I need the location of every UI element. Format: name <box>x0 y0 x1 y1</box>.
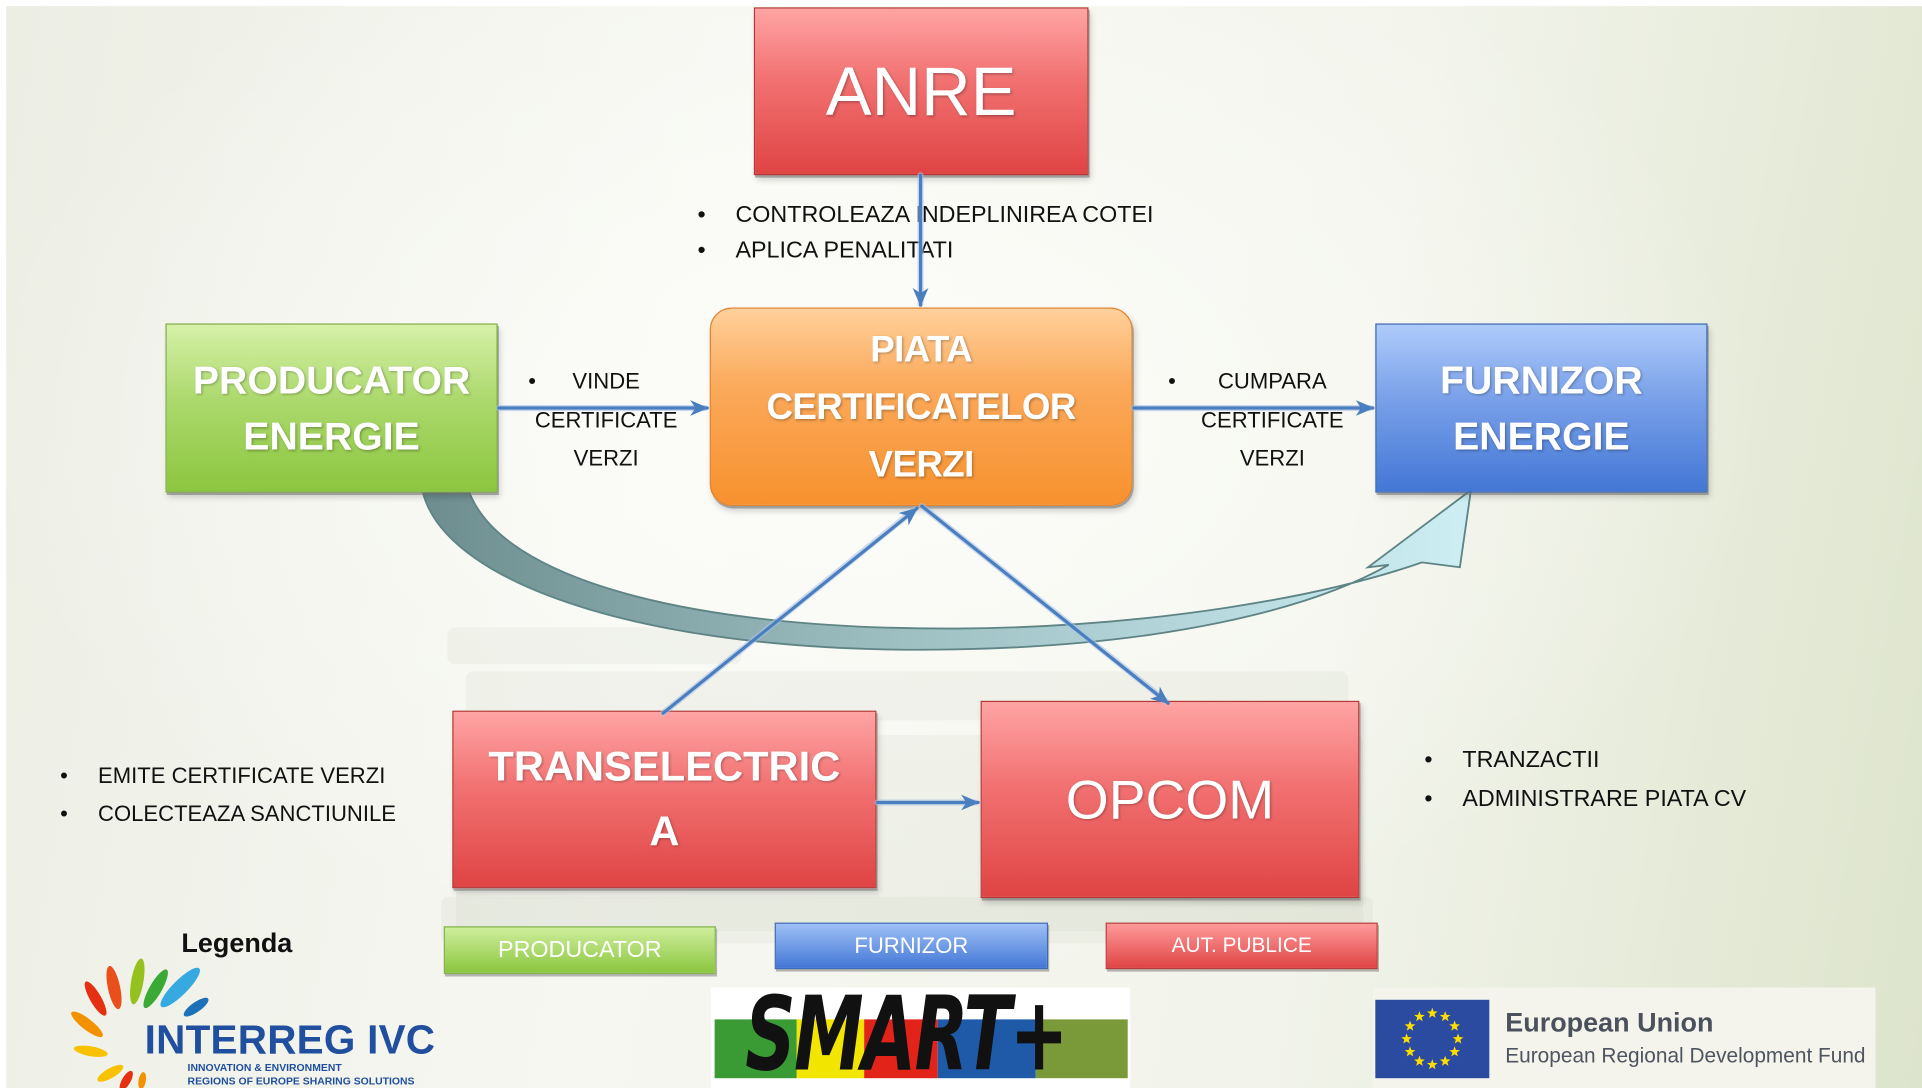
interreg-name: INTERREG IVC <box>144 1016 436 1063</box>
legend-item-aut-publice: AUT. PUBLICE <box>1105 922 1378 970</box>
eu-star-icon <box>1426 1059 1438 1070</box>
interreg-tagline: REGIONS OF EUROPE SHARING SOLUTIONS <box>187 1074 415 1087</box>
node-label-line: A <box>649 808 680 855</box>
transelectrica-note-item: EMITE CERTIFICATE VERZI <box>58 757 396 795</box>
bullet-icon <box>1168 363 1176 402</box>
eu-star-icon <box>1404 1046 1416 1057</box>
smart-plus-logo: SMART+ <box>710 987 1131 1088</box>
node-label-line: ENERGIE <box>1453 414 1630 459</box>
legend-item-label: PRODUCATOR <box>498 936 662 963</box>
interreg-tagline: INNOVATION & ENVIRONMENT <box>187 1061 342 1074</box>
eu-star-icon <box>1404 1020 1416 1031</box>
eu-subtitle: European Regional Development Fund <box>1505 1043 1866 1068</box>
node-opcom-label: OPCOM <box>1065 768 1275 831</box>
legend-item-producator: PRODUCATOR <box>443 926 716 975</box>
european-union-logo: European Union European Regional Develop… <box>1372 987 1876 1088</box>
eu-star-icon <box>1414 1011 1425 1022</box>
node-producator-energie: PRODUCATOR ENERGIE <box>165 323 498 493</box>
opcom-note-item: TRANZACTII <box>1422 741 1746 780</box>
eu-stars <box>1401 1007 1464 1070</box>
note-line: CUMPARA <box>1217 368 1327 394</box>
node-furnizor-energie: FURNIZOR ENERGIE <box>1375 323 1708 493</box>
legend-item-label: AUT. PUBLICE <box>1171 933 1312 957</box>
opcom-notes: TRANZACTII ADMINISTRARE PIATA CV <box>1422 741 1746 819</box>
smart-color-block <box>937 1019 1036 1079</box>
node-label-line: CERTIFICATELOR <box>766 386 1076 427</box>
producator-to-piata-note: VINDE CERTIFICATE VERZI <box>514 363 699 479</box>
eu-star-icon <box>1449 1046 1460 1057</box>
node-anre: ANRE <box>753 7 1089 176</box>
eu-star-icon <box>1401 1033 1412 1044</box>
legend-item-furnizor: FURNIZOR <box>774 922 1049 970</box>
anre-note-item: APLICA PENALITATI <box>695 233 1153 269</box>
node-opcom: OPCOM <box>980 700 1360 899</box>
smart-plus-name: SMART+ <box>745 987 1068 1088</box>
eu-star-icon <box>1439 1055 1451 1066</box>
node-label-line: VERZI <box>868 444 975 485</box>
eu-star-icon <box>1439 1011 1451 1022</box>
smart-color-block <box>864 1019 938 1079</box>
eu-title: European Union <box>1505 1007 1714 1038</box>
interreg-brush-icon <box>71 958 209 1088</box>
eu-flag-icon <box>1375 999 1490 1079</box>
node-label-line: ENERGIE <box>243 414 420 459</box>
note-line: CERTIFICATE <box>534 407 678 432</box>
node-anre-label: ANRE <box>825 52 1017 130</box>
transelectrica-notes: EMITE CERTIFICATE VERZI COLECTEAZA SANCT… <box>58 757 396 833</box>
note-line: CERTIFICATE <box>1201 407 1344 432</box>
node-label-line: PRODUCATOR <box>192 357 471 402</box>
eu-star-icon <box>1414 1055 1425 1066</box>
interreg-logo: INTERREG IVC INNOVATION & ENVIRONMENT RE… <box>67 956 447 1088</box>
background-paper <box>447 627 742 665</box>
eu-star-icon <box>1449 1020 1460 1031</box>
smart-color-block <box>796 1019 865 1079</box>
smart-color-block <box>1035 1019 1128 1079</box>
anre-notes: CONTROLEAZA INDEPLINIREA COTEI APLICA PE… <box>695 197 1153 268</box>
node-label-line: TRANSELECTRIC <box>488 743 841 790</box>
node-label-line: FURNIZOR <box>1440 357 1643 402</box>
node-piata-certificatelor-verzi: PIATA CERTIFICATELOR VERZI <box>709 307 1133 507</box>
anre-note-item: CONTROLEAZA INDEPLINIREA COTEI <box>695 197 1153 233</box>
node-label-line: PIATA <box>870 328 973 370</box>
legend-title: Legenda <box>181 927 293 959</box>
transelectrica-note-item: COLECTEAZA SANCTIUNILE <box>58 795 396 833</box>
opcom-note-item: ADMINISTRARE PIATA CV <box>1422 780 1746 819</box>
piata-to-furnizor-note: CUMPARA CERTIFICATE VERZI <box>1179 363 1365 479</box>
node-transelectrica: TRANSELECTRIC A <box>452 710 877 889</box>
legend-item-label: FURNIZOR <box>854 933 969 958</box>
note-line: VERZI <box>1239 445 1305 471</box>
eu-star-icon <box>1426 1007 1438 1018</box>
eu-star-icon <box>1452 1033 1464 1044</box>
bullet-icon <box>528 363 536 402</box>
smart-color-block <box>714 1019 797 1079</box>
note-line: VINDE <box>572 368 640 394</box>
note-line: VERZI <box>573 445 639 471</box>
